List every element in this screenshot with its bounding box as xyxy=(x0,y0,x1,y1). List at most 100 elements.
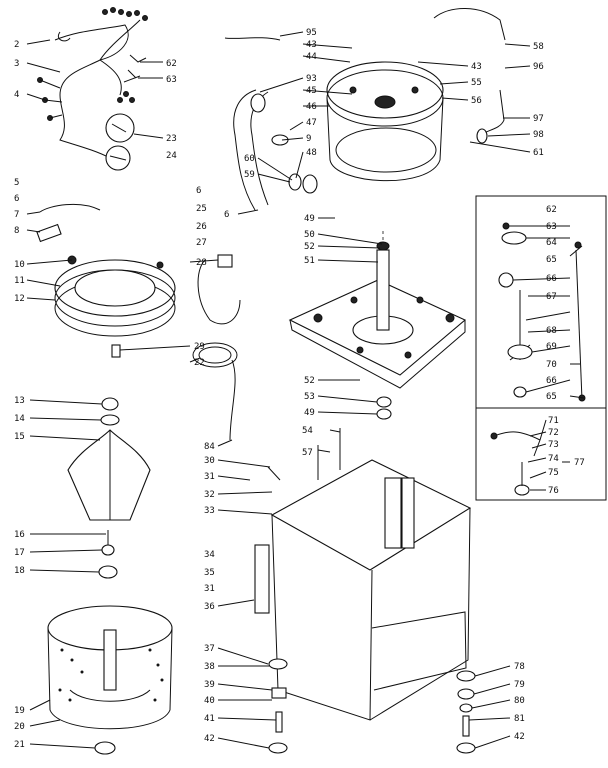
callout: 63 xyxy=(546,222,557,232)
callout: 52 xyxy=(304,242,315,252)
spin-basket xyxy=(47,605,173,755)
callout: 72 xyxy=(548,428,559,438)
callout: 46 xyxy=(306,102,317,112)
callout: 97 xyxy=(533,114,544,124)
callout: 75 xyxy=(548,468,559,478)
callout: 5 xyxy=(14,178,19,188)
callout: 69 xyxy=(546,342,557,352)
callout: 43 xyxy=(471,62,482,72)
outer-tub-assembly xyxy=(224,8,506,211)
callout: 67 xyxy=(546,292,557,302)
callout: 64 xyxy=(546,238,557,248)
callout: 70 xyxy=(546,360,557,370)
callout: 25 xyxy=(196,204,207,214)
callout: 37 xyxy=(204,644,215,654)
callout: 49 xyxy=(304,408,315,418)
callout: 78 xyxy=(514,662,525,672)
callout: 45 xyxy=(306,86,317,96)
callout: 47 xyxy=(306,118,317,128)
wiring-harness xyxy=(37,7,148,171)
callout: 79 xyxy=(514,680,525,690)
callout: 6 xyxy=(14,194,19,204)
callout: 8 xyxy=(14,226,19,236)
callout: 62 xyxy=(166,59,177,69)
callout: 44 xyxy=(306,52,317,62)
callout: 31 xyxy=(204,472,215,482)
callout: 60 xyxy=(244,154,255,164)
callout: 93 xyxy=(306,74,317,84)
callout: 65 xyxy=(546,255,557,265)
callout: 33 xyxy=(204,506,215,516)
callout: 53 xyxy=(304,392,315,402)
callout: 55 xyxy=(471,78,482,88)
callout: 16 xyxy=(14,530,25,540)
callout: 23 xyxy=(166,134,177,144)
callout: 77 xyxy=(574,458,585,468)
callout: 49 xyxy=(304,214,315,224)
callout: 66 xyxy=(546,376,557,386)
callout: 17 xyxy=(14,548,25,558)
callout: 3 xyxy=(14,59,19,69)
callout: 29 xyxy=(194,342,205,352)
callout: 81 xyxy=(514,714,525,724)
callout: 48 xyxy=(306,148,317,158)
callout: 12 xyxy=(14,294,25,304)
callout: 10 xyxy=(14,260,25,270)
callout: 28 xyxy=(196,258,207,268)
callout: 15 xyxy=(14,432,25,442)
callout: 59 xyxy=(244,170,255,180)
callout: 36 xyxy=(204,602,215,612)
washer-cabinet xyxy=(254,428,476,754)
callout: 13 xyxy=(14,396,25,406)
callout: 38 xyxy=(204,662,215,672)
callout: 6 xyxy=(196,186,201,196)
transmission-base-plate xyxy=(288,228,467,420)
detail-inset-box xyxy=(475,195,607,501)
callout: 52 xyxy=(304,376,315,386)
callout: 41 xyxy=(204,714,215,724)
callout: 39 xyxy=(204,680,215,690)
callout-labels: 2 3 4 62 63 23 24 95 43 44 93 45 46 47 9… xyxy=(14,28,585,750)
callout: 58 xyxy=(533,42,544,52)
callout: 43 xyxy=(306,40,317,50)
callout: 31 xyxy=(204,584,215,594)
callout: 9 xyxy=(306,134,311,144)
callout: 50 xyxy=(304,230,315,240)
callout: 6 xyxy=(224,210,229,220)
callout: 7 xyxy=(14,210,19,220)
callout: 27 xyxy=(196,238,207,248)
callout: 61 xyxy=(533,148,544,158)
callout: 74 xyxy=(548,454,559,464)
callout: 96 xyxy=(533,62,544,72)
callout: 57 xyxy=(302,448,313,458)
callout: 26 xyxy=(196,222,207,232)
callout: 40 xyxy=(204,696,215,706)
callout: 19 xyxy=(14,706,25,716)
callout: 20 xyxy=(14,722,25,732)
tub-ring-assembly xyxy=(36,203,241,441)
callout: 2 xyxy=(14,40,19,50)
callout: 66 xyxy=(546,274,557,284)
callout: 18 xyxy=(14,566,25,576)
callout: 14 xyxy=(14,414,25,424)
callout: 4 xyxy=(14,90,19,100)
callout: 24 xyxy=(166,151,177,161)
callout: 65 xyxy=(546,392,557,402)
callout: 21 xyxy=(14,740,25,750)
callout: 84 xyxy=(204,442,215,452)
callout: 68 xyxy=(546,326,557,336)
callout: 62 xyxy=(546,205,557,215)
callout: 51 xyxy=(304,256,315,266)
callout: 63 xyxy=(166,75,177,85)
leader-lines xyxy=(26,31,585,749)
callout: 71 xyxy=(548,416,559,426)
callout: 32 xyxy=(204,490,215,500)
callout: 98 xyxy=(533,130,544,140)
callout: 54 xyxy=(302,426,313,436)
callout: 30 xyxy=(204,456,215,466)
callout: 56 xyxy=(471,96,482,106)
callout: 76 xyxy=(548,486,559,496)
callout: 11 xyxy=(14,276,25,286)
callout: 42 xyxy=(514,732,525,742)
callout: 95 xyxy=(306,28,317,38)
